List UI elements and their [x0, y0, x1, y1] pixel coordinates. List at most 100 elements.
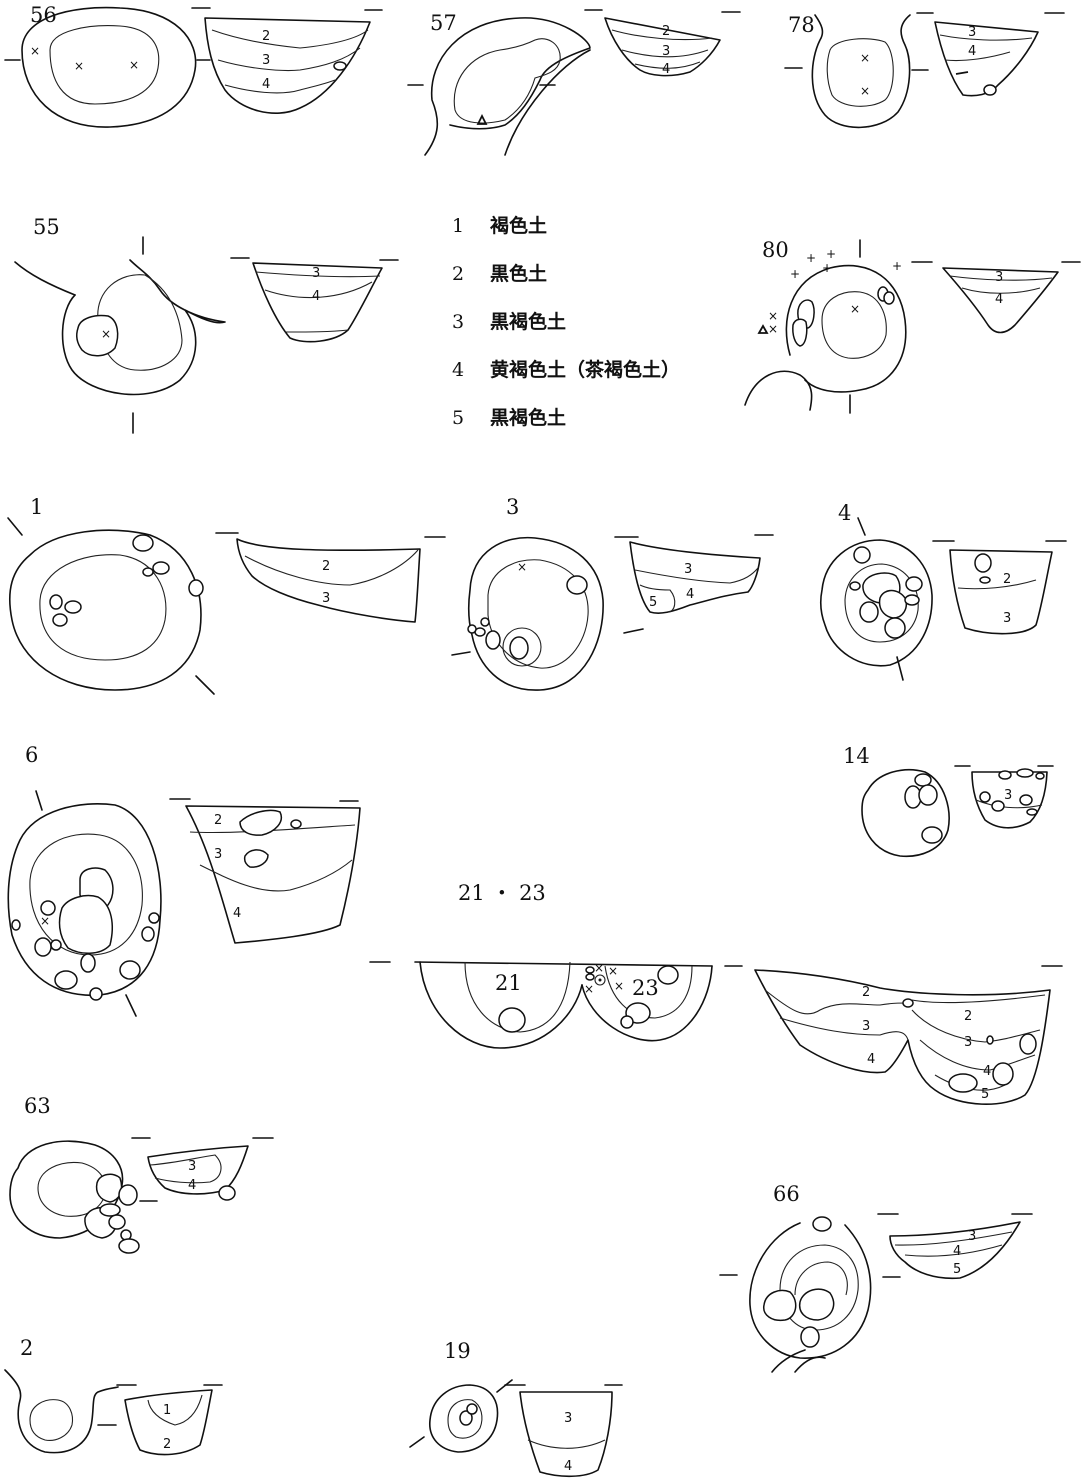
stone [620, 1015, 634, 1029]
stone [99, 1203, 121, 1217]
stone [1019, 1033, 1037, 1055]
pit-plan-outline [811, 14, 911, 129]
layer-number: 3 [1003, 611, 1011, 626]
stone [34, 937, 52, 957]
adjacent-pit-outline [14, 261, 76, 296]
cross-mark: × [584, 982, 594, 996]
layer-number: 3 [968, 25, 976, 40]
stone [76, 314, 119, 357]
stone [218, 1185, 236, 1201]
figure-57: 57 2 3 4 [407, 9, 741, 156]
stone [902, 998, 914, 1008]
stone [921, 826, 943, 844]
layer-boundary [611, 29, 713, 41]
stone [108, 1214, 126, 1230]
layer-boundary [904, 1244, 1003, 1257]
pit-plan-outline [4, 1369, 119, 1454]
layer-number: 4 [995, 292, 1003, 307]
layer-number: 2 [214, 813, 222, 828]
figure-number: 3 [506, 495, 519, 519]
layer-boundary [634, 61, 701, 69]
layer-boundary [939, 34, 1033, 41]
stone [95, 1173, 123, 1203]
pit-bottom-outline [447, 1399, 483, 1439]
layer-boundary [779, 1017, 909, 1041]
layer-number: 3 [862, 1019, 870, 1034]
layer-number: 4 [686, 587, 694, 602]
section-line-marker [7, 517, 23, 536]
layer-number: 4 [983, 1064, 991, 1079]
stone [58, 894, 113, 954]
stone [509, 636, 529, 660]
layer-number: 4 [968, 44, 976, 59]
pit-plan-outline [429, 1384, 499, 1453]
layer-boundary [147, 1394, 203, 1426]
adjacent-pit-outline [771, 1349, 806, 1373]
layer-number: 3 [1004, 788, 1012, 803]
layer-number: 2 [262, 29, 270, 44]
pit-bottom-outline [844, 563, 919, 643]
pit-plan-outline [819, 539, 933, 667]
pottery-mark-dot [598, 978, 602, 982]
section-profile [889, 1221, 1021, 1280]
stone [905, 576, 923, 592]
pit-bottom-outline [826, 38, 894, 107]
plus-mark: + [826, 247, 836, 261]
layer-number: 3 [188, 1159, 196, 1174]
legend-label: 黒褐色土 [490, 310, 566, 333]
layer-number: 4 [262, 77, 270, 92]
stone [992, 1062, 1014, 1086]
triangle-mark [476, 113, 488, 125]
legend-label: 黒褐色土 [490, 406, 566, 429]
layer-number: 3 [964, 1035, 972, 1050]
figure-number: 57 [430, 11, 457, 35]
legend-number: 2 [452, 263, 464, 285]
stone [800, 1326, 820, 1348]
layer-number: 1 [163, 1403, 171, 1418]
layer-number: 3 [564, 1411, 572, 1426]
stone [566, 575, 588, 595]
plus-mark: + [790, 267, 800, 281]
layer-number: 3 [995, 270, 1003, 285]
figure-number: 14 [843, 744, 870, 768]
layer-boundary [149, 1154, 222, 1184]
figure-number: 1 [30, 495, 43, 519]
figure-number: 6 [25, 743, 38, 767]
stone [52, 613, 68, 627]
stone [466, 1403, 478, 1415]
pit-plan-outline [7, 802, 162, 997]
adjacent-pit-outline [504, 49, 591, 156]
legend-number: 5 [452, 407, 464, 429]
layer-number: 4 [867, 1052, 875, 1067]
section-profile [252, 262, 383, 343]
stone [50, 939, 62, 951]
layer-number: 4 [312, 289, 320, 304]
figure-63: 63 3 4 [9, 1094, 274, 1254]
stone [243, 849, 269, 868]
cross-mark: × [101, 327, 111, 341]
layer-number: 3 [662, 44, 670, 59]
layer-number: 3 [214, 847, 222, 862]
plus-mark: + [822, 261, 832, 275]
pit-label-21: 21 [495, 971, 522, 995]
layer-number: 5 [649, 595, 657, 610]
stone [812, 1216, 832, 1232]
figure-number: 56 [30, 3, 57, 27]
layer-number: 4 [564, 1459, 572, 1474]
cross-mark: × [30, 44, 40, 58]
plus-mark: + [892, 259, 902, 273]
figure-6: 6 × 2 3 4 [7, 743, 361, 1017]
figure-number: 80 [762, 238, 789, 262]
layer-number: 4 [188, 1178, 196, 1193]
stone [89, 987, 103, 1001]
layer-boundary [975, 799, 1043, 809]
figure-number: 21 ・ 23 [458, 881, 546, 905]
layer-number: 3 [968, 1229, 976, 1244]
stone [979, 576, 991, 584]
section-line-marker [857, 517, 866, 536]
stone [498, 1007, 526, 1033]
pit-plan-outline [749, 1222, 872, 1359]
layer-number: 3 [262, 53, 270, 68]
pit-plan-outline [8, 529, 202, 691]
figure-number: 55 [33, 215, 60, 239]
